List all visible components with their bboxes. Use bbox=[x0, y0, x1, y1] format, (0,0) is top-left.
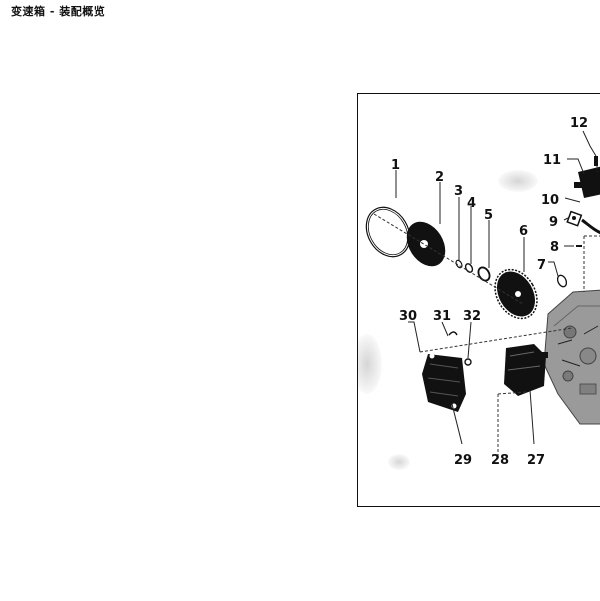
callout-28: 28 bbox=[491, 453, 509, 468]
callout-5: 5 bbox=[484, 208, 493, 223]
part-32-washer bbox=[464, 358, 472, 366]
exploded-parts-diagram: 1 2 3 4 5 6 7 8 9 10 11 12 27 28 29 30 3… bbox=[357, 93, 600, 507]
callout-29: 29 bbox=[454, 453, 472, 468]
callout-2: 2 bbox=[435, 170, 444, 185]
part-29-side-cover bbox=[422, 353, 466, 412]
part-2-cover-disc bbox=[406, 221, 446, 267]
part-27-pump bbox=[504, 344, 548, 396]
callout-3: 3 bbox=[454, 184, 463, 199]
callout-31: 31 bbox=[433, 309, 451, 324]
scan-artifact bbox=[358, 334, 382, 394]
part-12-bolt bbox=[594, 156, 598, 166]
scan-artifact bbox=[388, 454, 410, 470]
part-9-sensor-hose bbox=[566, 210, 600, 235]
callout-10: 10 bbox=[541, 193, 559, 208]
assembly-axes bbox=[373, 166, 600, 456]
part-3-pin bbox=[455, 259, 463, 269]
callout-30: 30 bbox=[399, 309, 417, 324]
callout-8: 8 bbox=[550, 240, 559, 255]
callout-6: 6 bbox=[519, 224, 528, 239]
part-11-actuator bbox=[574, 166, 600, 198]
gearbox-housing bbox=[543, 289, 600, 425]
part-7-circlip bbox=[556, 274, 568, 288]
page-title: 变速箱 - 装配概览 bbox=[11, 5, 106, 18]
part-1-seal-ring bbox=[365, 206, 411, 258]
diagram-drawing: 1 2 3 4 5 6 7 8 9 10 11 12 27 28 29 30 3… bbox=[365, 116, 600, 468]
part-5-ring bbox=[477, 266, 491, 282]
callout-11: 11 bbox=[543, 153, 561, 168]
callout-9: 9 bbox=[549, 215, 558, 230]
callout-32: 32 bbox=[463, 309, 481, 324]
part-6-gear bbox=[494, 268, 538, 320]
callout-labels: 1 2 3 4 5 6 7 8 9 10 11 12 27 28 29 30 3… bbox=[391, 116, 588, 468]
callout-4: 4 bbox=[467, 196, 476, 211]
leader-lines bbox=[395, 130, 597, 445]
callout-1: 1 bbox=[391, 158, 400, 173]
callout-12: 12 bbox=[570, 116, 588, 131]
callout-7: 7 bbox=[537, 258, 546, 273]
scan-artifact bbox=[498, 170, 538, 192]
callout-27: 27 bbox=[527, 453, 545, 468]
part-31-clip bbox=[448, 331, 458, 336]
